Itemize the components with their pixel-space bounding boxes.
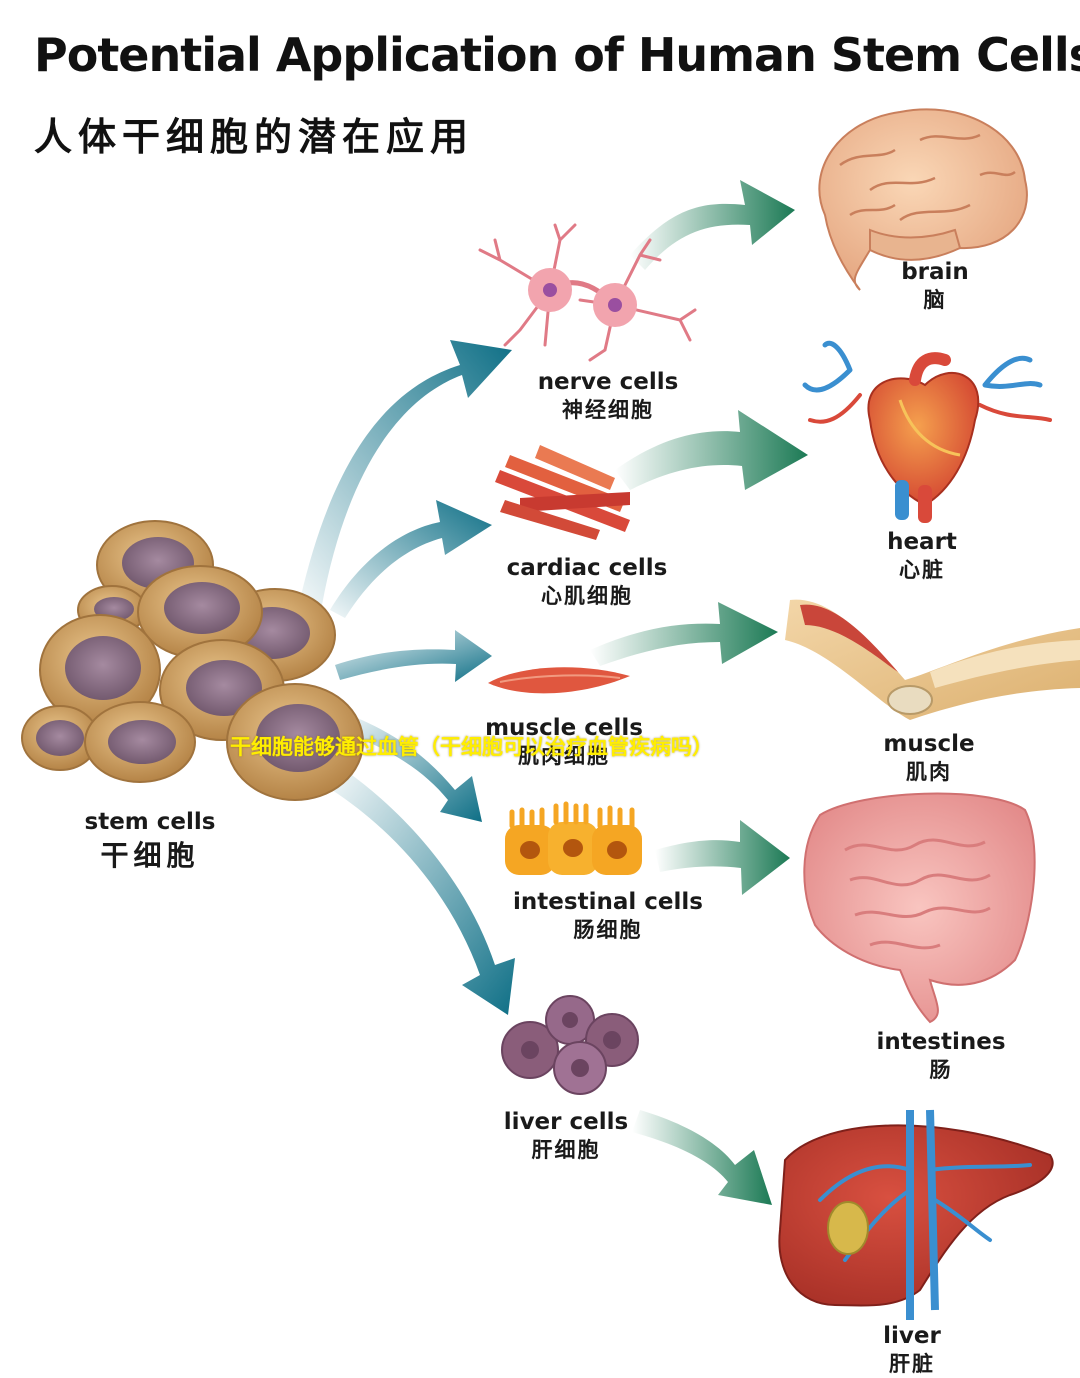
liver-label-zh: 肝脏 [889,1352,935,1376]
muscle-organ-illustration [785,599,1080,720]
intestinal-cells-label: intestinal cells 肠细胞 [498,888,718,944]
nerve-cells-label: nerve cells 神经细胞 [508,368,708,424]
heart-label: heart 心脏 [862,528,982,584]
brain-label: brain 脑 [875,258,995,314]
liver-cells-label: liver cells 肝细胞 [466,1108,666,1164]
muscle-cells-label-zh: 肌肉细胞 [518,744,610,768]
intestines-label-zh: 肠 [929,1058,953,1082]
intestines-illustration [803,792,1036,1024]
cardiac-cells-illustration [495,445,630,540]
arrow-nerve-to-brain [630,180,795,270]
muscle-cells-label-en: muscle cells [485,715,643,741]
muscle-cells-label: muscle cells 肌肉细胞 [464,714,664,770]
arrow-stem-to-muscle [335,630,492,682]
cardiac-cells-label-en: cardiac cells [506,555,668,581]
arrow-intestinal-to-intestines [655,820,790,895]
intestinal-cells-label-en: intestinal cells [513,889,703,915]
page-subtitle: 人体干细胞的潜在应用 [34,115,475,159]
liver-cells-illustration [501,995,639,1095]
muscle-label: muscle 肌肉 [869,730,989,786]
arrow-stem-to-nerve [300,340,512,605]
liver-label-en: liver [883,1323,941,1349]
stem-cells-label-en: stem cells [84,809,216,835]
liver-cells-label-zh: 肝细胞 [531,1138,601,1162]
liver-illustration [778,1109,1054,1320]
muscle-cell-illustration [488,667,630,694]
brain-label-zh: 脑 [923,288,947,312]
muscle-label-en: muscle [883,731,975,757]
cardiac-cells-label-zh: 心肌细胞 [541,584,633,608]
intestines-label: intestines 肠 [866,1028,1016,1084]
intestinal-cells-illustration [505,801,642,875]
arrow-muscle-to-organ [590,602,778,666]
stem-cells-illustration [21,520,364,801]
brain-label-en: brain [901,259,969,285]
brain-illustration [818,108,1028,291]
overlay-caption: 干细胞能够通过血管（干细胞可以治疗血管疾病吗） [230,735,713,759]
stem-cells-label: stem cells 干细胞 [70,808,230,876]
cardiac-cells-label: cardiac cells 心肌细胞 [487,554,687,610]
nerve-cell-bodies [528,268,637,327]
heart-label-zh: 心脏 [899,558,945,582]
intestinal-cells-label-zh: 肠细胞 [573,918,643,942]
arrow-stem-to-liver [332,770,515,1015]
intestines-label-en: intestines [876,1029,1006,1055]
heart-label-en: heart [887,529,957,555]
nerve-cells-label-zh: 神经细胞 [562,398,654,422]
liver-cells-label-en: liver cells [503,1109,629,1135]
arrow-stem-to-cardiac [330,500,492,618]
arrow-liver-to-organ [632,1110,772,1205]
page-title: Potential Application of Human Stem Cell… [34,28,1080,82]
muscle-label-zh: 肌肉 [906,760,952,784]
nerve-cells-label-en: nerve cells [537,369,679,395]
heart-illustration [802,340,1052,523]
arrow-cardiac-to-heart [615,410,808,490]
liver-label: liver 肝脏 [852,1322,972,1378]
arrow-stem-to-intestinal [345,715,482,822]
stem-cells-label-zh: 干细胞 [100,839,200,872]
